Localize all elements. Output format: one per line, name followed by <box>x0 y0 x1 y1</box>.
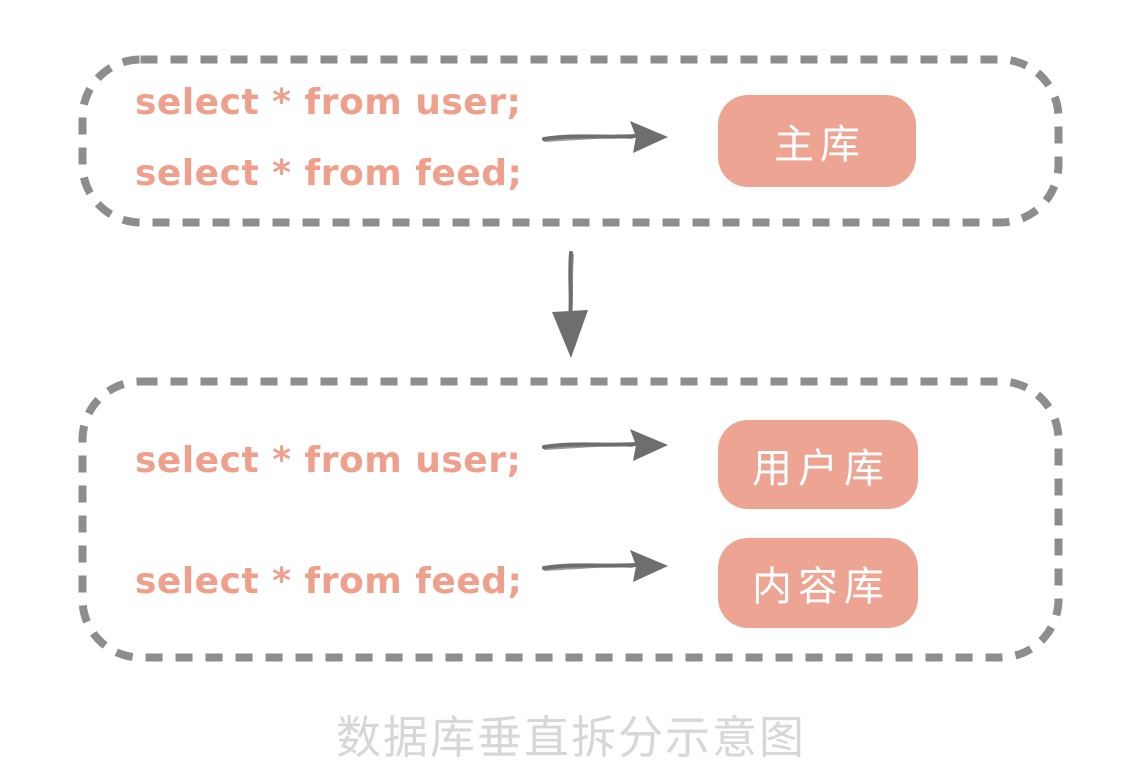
top-group-box: select * from user; select * from feed; … <box>78 55 1063 227</box>
db-node-main-label: 主库 <box>774 122 866 168</box>
db-node-content: 内容库 <box>718 538 918 628</box>
diagram-title: 数据库垂直拆分示意图 <box>335 711 806 764</box>
db-node-main: 主库 <box>718 95 916 187</box>
dashed-border <box>78 55 1063 227</box>
sql-query-feed: select * from feed; <box>135 561 523 602</box>
sql-query-user: select * from user; <box>135 82 522 123</box>
sql-query-user: select * from user; <box>135 440 522 481</box>
bottom-group-box: select * from user; 用户库 select * from fe… <box>78 377 1063 662</box>
arrow-right-icon <box>542 429 668 461</box>
db-node-user: 用户库 <box>718 420 918 509</box>
dashed-border <box>78 377 1063 662</box>
arrow-right-icon <box>542 121 668 153</box>
db-node-content-label: 内容库 <box>752 564 890 610</box>
sql-query-feed: select * from feed; <box>135 153 523 194</box>
db-node-user-label: 用户库 <box>752 445 890 492</box>
arrow-right-icon <box>542 550 668 582</box>
arrow-down-icon <box>552 251 588 358</box>
